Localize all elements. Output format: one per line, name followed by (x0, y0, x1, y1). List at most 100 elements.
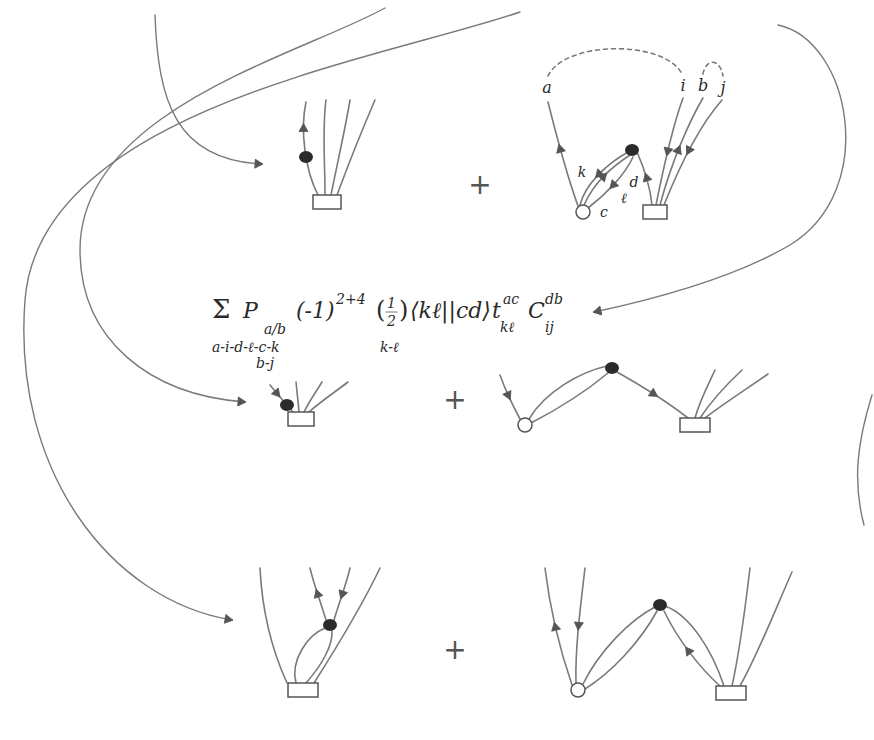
propagator-line (500, 375, 520, 419)
arrowhead (607, 180, 619, 192)
arrowhead (641, 172, 652, 182)
line-label: j (721, 80, 726, 96)
propagator-line (334, 568, 350, 620)
formula-term: kℓ (500, 320, 514, 334)
interaction-vertex (299, 151, 313, 163)
propagator-line (529, 366, 607, 419)
interaction-vertex (605, 362, 619, 374)
arrowhead (337, 590, 348, 600)
line-label: d (630, 175, 639, 189)
arrowhead (683, 145, 695, 156)
open-vertex (576, 205, 590, 219)
formula-term: a/b (264, 322, 286, 336)
propagator-line (295, 628, 325, 683)
arrowhead (503, 391, 515, 402)
formula-term: db (545, 292, 563, 306)
arrowhead (224, 614, 233, 624)
fraction-bar (386, 311, 397, 312)
propagator-line (617, 372, 688, 418)
propagator-line (531, 373, 608, 423)
line-label: i (680, 78, 685, 94)
formula-term: ( (376, 298, 385, 322)
propagator-line (637, 152, 652, 205)
plus-sign: + (468, 171, 491, 199)
arrowhead (238, 397, 247, 407)
formula-term: 2+4 (336, 292, 366, 306)
operator-box (313, 195, 341, 209)
operator-box (643, 205, 667, 219)
line-label: k (578, 165, 586, 179)
arrowhead (592, 306, 602, 316)
line-label: c (600, 205, 608, 219)
formula-term: Σ (212, 296, 230, 322)
line-label: ℓ (621, 191, 627, 205)
propagator-line (660, 98, 703, 205)
interaction-vertex (323, 619, 337, 631)
propagator-line (665, 606, 724, 686)
propagator-line (270, 385, 293, 412)
formula-term: P (243, 300, 258, 322)
propagator-line (584, 155, 630, 205)
arrowhead (598, 170, 610, 182)
arrowhead (648, 388, 660, 400)
plus-sign: + (443, 386, 466, 414)
formula-term: k-ℓ (380, 340, 399, 354)
formula-term: ij (545, 320, 554, 334)
line-group (24, 8, 872, 689)
formula-term: 2 (387, 314, 396, 328)
arrowhead (673, 144, 684, 155)
pointer-arrow (594, 25, 846, 312)
arrowhead (271, 388, 283, 400)
propagator-line (700, 370, 742, 418)
line-label: a (542, 80, 552, 96)
arrowhead (662, 147, 673, 157)
pointer-stroke (858, 395, 872, 525)
propagator-line (337, 100, 375, 195)
operator-box (288, 683, 318, 697)
pointer-arrow (80, 8, 385, 402)
interaction-vertex (653, 599, 667, 611)
interaction-vertex (625, 144, 639, 156)
arrowhead (682, 644, 694, 656)
interaction-vertex (280, 399, 294, 411)
open-vertex (518, 418, 532, 432)
formula-term: b-j (256, 356, 274, 370)
arrow-group (224, 123, 694, 656)
contraction-line (548, 49, 682, 76)
arrowhead (574, 622, 584, 631)
formula-term: (-1) (296, 300, 335, 322)
arrowhead (312, 588, 323, 598)
arrowhead (299, 123, 308, 131)
arrowhead (255, 159, 263, 168)
propagator-line (309, 382, 348, 412)
formula-term: 1 (387, 296, 396, 310)
propagator-line (740, 572, 792, 686)
plus-sign: + (443, 636, 466, 664)
propagator-line (588, 157, 633, 208)
propagator-line (324, 100, 326, 195)
propagator-line (732, 568, 750, 686)
propagator-line (310, 568, 326, 620)
operator-box (680, 418, 710, 432)
propagator-line (545, 568, 572, 685)
formula-term: ⟨kℓ||cd⟩ (410, 300, 491, 322)
propagator-line (548, 102, 578, 206)
operator-box (288, 412, 314, 426)
formula-term: t (492, 300, 501, 322)
propagator-line (331, 100, 350, 195)
arrowhead (550, 621, 561, 631)
propagator-line (260, 568, 287, 683)
formula-term: ac (503, 292, 519, 306)
propagator-line (705, 374, 768, 418)
formula-term: ) (399, 298, 408, 322)
propagator-line (303, 102, 318, 195)
propagator-line (664, 100, 722, 205)
arrowhead (555, 143, 566, 153)
line-label: b (698, 78, 708, 94)
open-vertex (571, 683, 585, 697)
propagator-line (296, 382, 299, 412)
propagator-line (314, 568, 380, 683)
pointer-arrow (24, 12, 520, 620)
